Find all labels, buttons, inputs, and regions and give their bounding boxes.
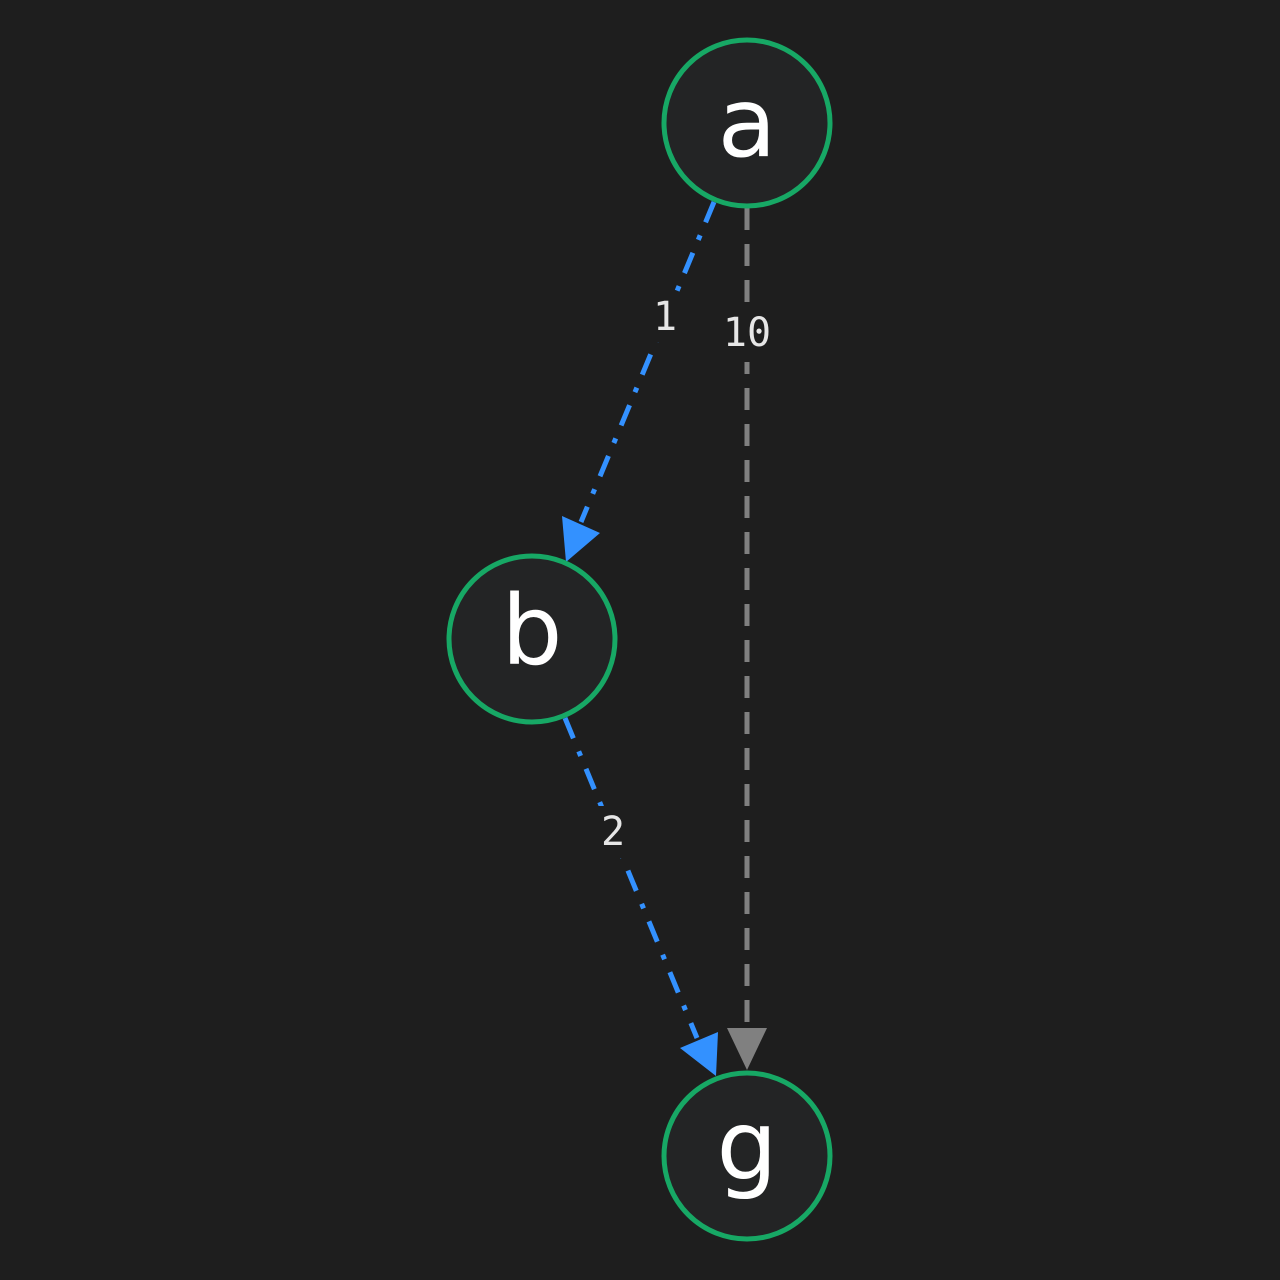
edge-a-b-line xyxy=(578,201,717,523)
edge-a-b-label-bg xyxy=(645,292,685,342)
node-g-circle xyxy=(661,1070,833,1242)
edge-a-g-arrowhead xyxy=(727,1028,767,1070)
edge-b-g: 2 xyxy=(562,717,718,1076)
edge-b-g-arrowhead xyxy=(680,1032,718,1076)
edge-a-b-arrowhead xyxy=(562,516,600,562)
node-a-label: a xyxy=(718,67,777,179)
node-b-circle xyxy=(446,553,618,725)
edge-a-g-weight: 10 xyxy=(723,310,771,356)
edge-b-g-line xyxy=(562,717,700,1039)
node-b-label: b xyxy=(502,575,563,687)
edge-a-g: 10 xyxy=(715,208,779,1070)
node-a[interactable]: a xyxy=(661,37,833,209)
edge-a-b-weight: 1 xyxy=(653,294,677,340)
edge-b-g-label-bg xyxy=(592,806,634,858)
node-g-label: g xyxy=(717,1090,778,1202)
edge-a-b: 1 xyxy=(562,201,717,562)
node-g[interactable]: g xyxy=(661,1070,833,1242)
node-b[interactable]: b xyxy=(446,553,618,725)
edge-b-g-weight: 2 xyxy=(601,809,625,855)
edge-a-g-label-bg xyxy=(715,306,779,362)
node-a-circle xyxy=(661,37,833,209)
